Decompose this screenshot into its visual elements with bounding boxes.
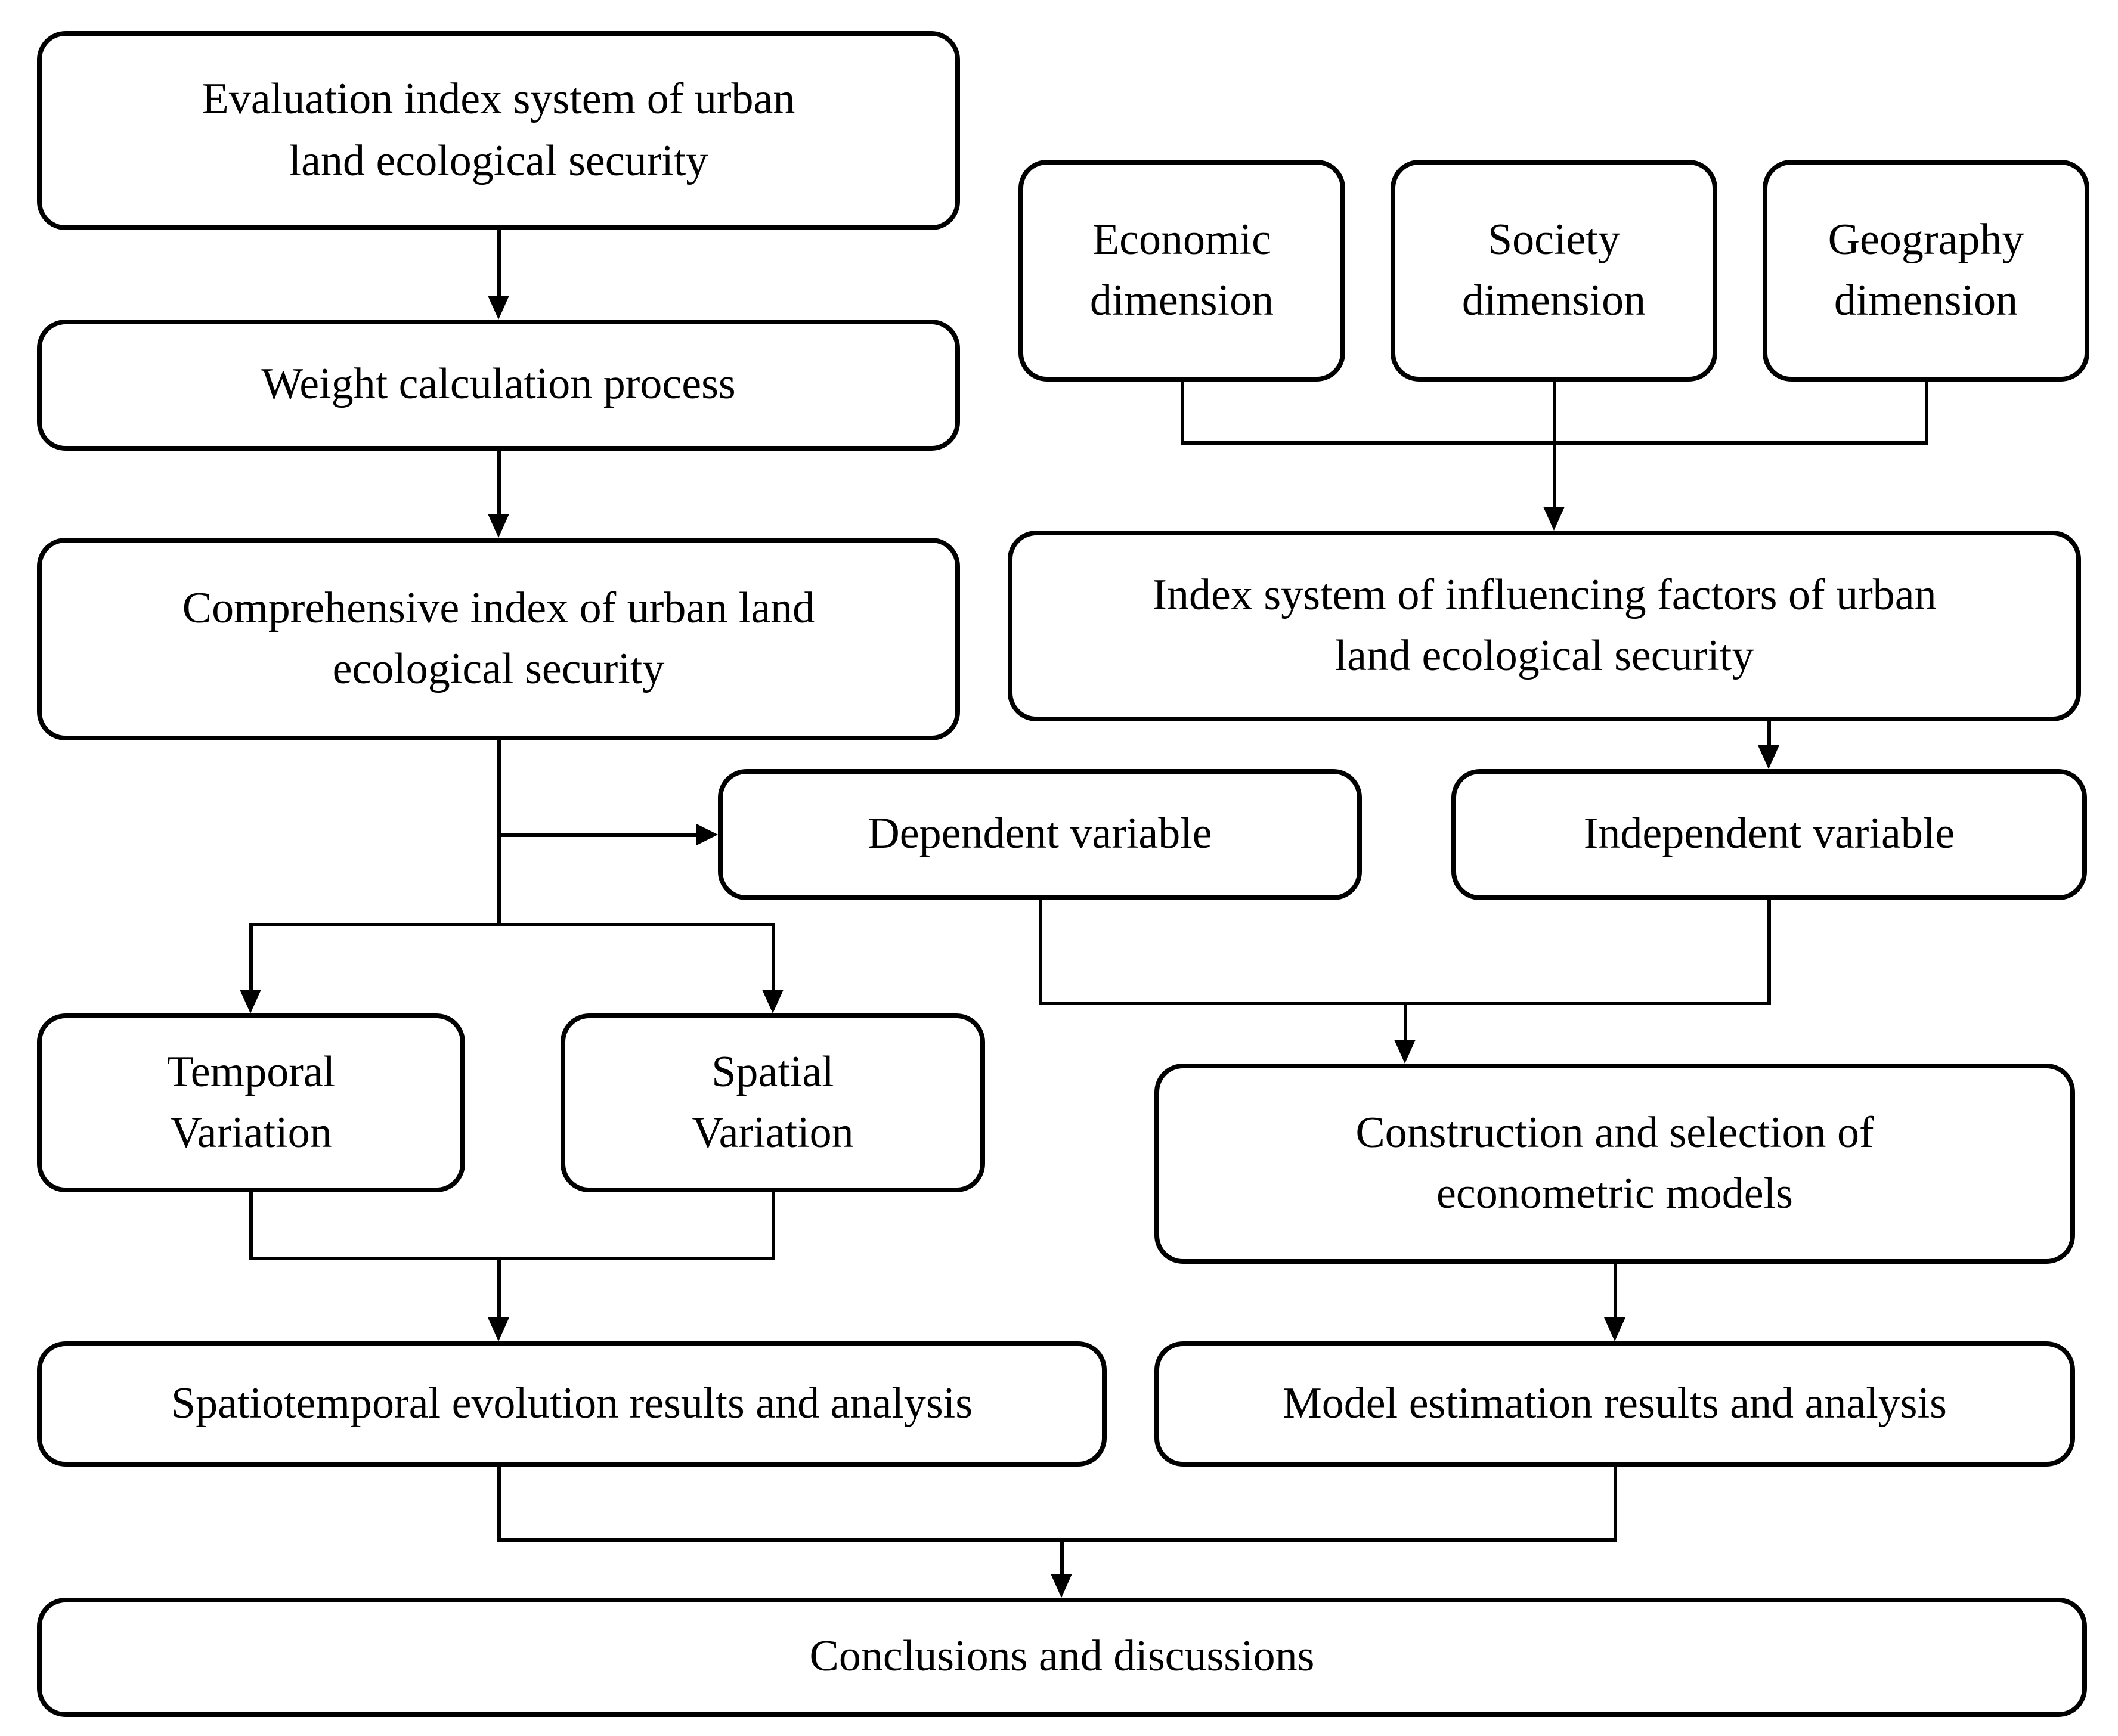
node-spatiotemporal-results: Spatiotemporal evolution results and ana… — [37, 1341, 1107, 1467]
connector-down-to-temporal — [249, 925, 253, 992]
connector-spatiotemporal-down — [497, 1467, 501, 1542]
connector-into-conclusions — [1060, 1540, 1064, 1576]
connector-merge-dimensions — [1181, 441, 1928, 445]
node-conclusions: Conclusions and discussions — [37, 1598, 2087, 1717]
connector-weight-to-comprehensive — [497, 451, 501, 517]
connector-split-temporal-spatial — [249, 923, 775, 926]
connector-temporal-down — [249, 1192, 253, 1259]
connector-evaluation-to-weight — [497, 230, 501, 299]
node-society-dimension: Society dimension — [1391, 160, 1717, 382]
arrowhead-into-weight-icon — [488, 296, 509, 320]
node-geography-dimension: Geography dimension — [1763, 160, 2089, 382]
arrowhead-into-index-system-icon — [1543, 507, 1565, 531]
connector-construction-to-model — [1614, 1264, 1617, 1320]
connector-independent-down — [1767, 900, 1771, 1005]
connector-society-down — [1553, 382, 1556, 509]
node-model-estimation-results: Model estimation results and analysis — [1154, 1341, 2075, 1467]
node-index-system-influencing-factors: Index system of influencing factors of u… — [1008, 531, 2081, 721]
connector-dependent-down — [1039, 900, 1042, 1005]
connector-economic-down — [1181, 382, 1184, 445]
connector-merge-variables — [1039, 1002, 1771, 1005]
connector-geography-down — [1925, 382, 1928, 445]
node-economic-dimension: Economic dimension — [1018, 160, 1345, 382]
arrowhead-into-conclusions-icon — [1051, 1574, 1072, 1598]
node-evaluation-index-system: Evaluation index system of urban land ec… — [37, 31, 960, 230]
connector-branch-to-dependent — [498, 833, 699, 837]
node-weight-calculation: Weight calculation process — [37, 320, 960, 451]
arrowhead-into-construction-icon — [1394, 1040, 1416, 1064]
connector-index-to-independent — [1767, 721, 1771, 749]
node-spatial-variation: Spatial Variation — [561, 1013, 985, 1192]
node-dependent-variable: Dependent variable — [718, 769, 1362, 900]
connector-down-to-spatial — [772, 925, 775, 992]
arrowhead-into-dependent-icon — [696, 824, 718, 845]
arrowhead-into-independent-icon — [1758, 745, 1779, 769]
node-construction-econometric-models: Construction and selection of econometri… — [1154, 1064, 2075, 1264]
node-independent-variable: Independent variable — [1451, 769, 2087, 900]
connector-spatial-down — [772, 1192, 775, 1259]
connector-model-down — [1614, 1467, 1617, 1542]
arrowhead-into-spatial-icon — [762, 990, 784, 1013]
connector-into-construction — [1404, 1004, 1407, 1042]
arrowhead-into-model-estimation-icon — [1604, 1318, 1625, 1341]
arrowhead-into-spatiotemporal-icon — [488, 1318, 509, 1341]
arrowhead-into-comprehensive-icon — [488, 514, 509, 538]
node-comprehensive-index: Comprehensive index of urban land ecolog… — [37, 538, 960, 740]
arrowhead-into-temporal-icon — [240, 990, 261, 1013]
connector-merge-results — [497, 1538, 1617, 1542]
connector-into-spatiotemporal — [497, 1259, 501, 1320]
connector-merge-temporal-spatial — [249, 1257, 775, 1260]
node-temporal-variation: Temporal Variation — [37, 1013, 465, 1192]
